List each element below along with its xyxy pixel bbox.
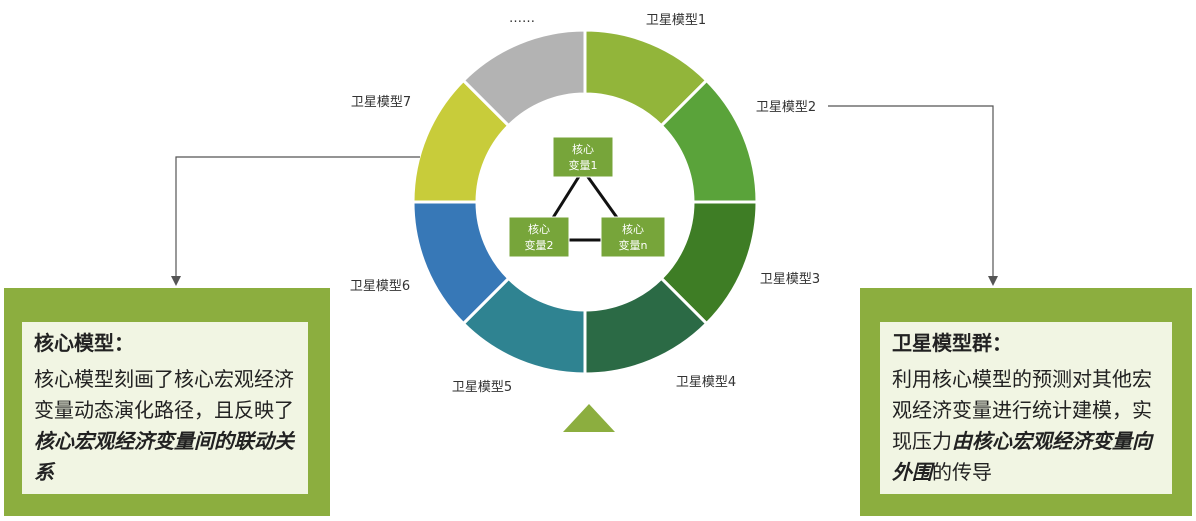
satellite-model-description: 利用核心模型的预测对其他宏观经济变量进行统计建模，实现压力由核心宏观经济变量向外… <box>892 364 1160 488</box>
core-node-1: 核心 变量1 <box>552 136 614 178</box>
core-node-2-line2: 变量2 <box>525 238 554 252</box>
satellite-model-emphasis: 由核心宏观经济变量向外围 <box>892 429 1152 484</box>
core-model-emphasis: 核心宏观经济变量间的联动关系 <box>34 429 294 484</box>
core-node-1-line1: 核心 <box>572 142 594 156</box>
satellite-ring <box>411 28 759 376</box>
arrow-down-icon <box>171 276 181 286</box>
core-node-n: 核心 变量n <box>600 216 666 258</box>
ellipsis-label: …… <box>509 11 535 26</box>
core-node-1-line2: 变量1 <box>569 158 598 172</box>
core-model-text: 核心模型刻画了核心宏观经济变量动态演化路径，且反映了 <box>34 367 294 422</box>
satellite-label-4: 卫星模型4 <box>676 375 736 390</box>
satellite-label-1: 卫星模型1 <box>646 13 706 28</box>
satellite-label-3: 卫星模型3 <box>760 272 820 287</box>
satellite-label-2: 卫星模型2 <box>756 100 816 115</box>
core-model-title: 核心模型： <box>34 331 134 355</box>
core-node-n-line2: 变量n <box>619 238 648 252</box>
core-node-2-line1: 核心 <box>528 222 550 236</box>
core-node-2: 核心 变量2 <box>508 216 570 258</box>
satellite-model-title: 卫星模型群： <box>892 331 1012 355</box>
arrow-down-icon <box>988 276 998 286</box>
ellipsis-segment <box>461 28 587 128</box>
right-connector <box>828 105 998 286</box>
satellite-label-5: 卫星模型5 <box>452 380 512 395</box>
satellite-model-text: 利用核心模型的预测对其他宏观经济变量进行统计建模，实现压力 <box>892 367 1152 453</box>
core-model-description: 核心模型刻画了核心宏观经济变量动态演化路径，且反映了核心宏观经济变量间的联动关系 <box>34 364 296 488</box>
satellite-model-tail: 的传导 <box>932 460 992 484</box>
core-node-n-line1: 核心 <box>622 222 644 236</box>
core-model-panel: 核心模型： 核心模型刻画了核心宏观经济变量动态演化路径，且反映了核心宏观经济变量… <box>22 322 308 494</box>
satellite-model-box: 卫星模型群： 利用核心模型的预测对其他宏观经济变量进行统计建模，实现压力由核心宏… <box>860 288 1192 516</box>
satellite-label-7: 卫星模型7 <box>351 95 411 110</box>
core-model-box: 核心模型： 核心模型刻画了核心宏观经济变量动态演化路径，且反映了核心宏观经济变量… <box>4 288 330 516</box>
left-connector <box>171 156 420 286</box>
satellite-label-6: 卫星模型6 <box>350 279 410 294</box>
pointer-triangle-icon <box>563 404 615 432</box>
satellite-model-panel: 卫星模型群： 利用核心模型的预测对其他宏观经济变量进行统计建模，实现压力由核心宏… <box>880 322 1172 494</box>
